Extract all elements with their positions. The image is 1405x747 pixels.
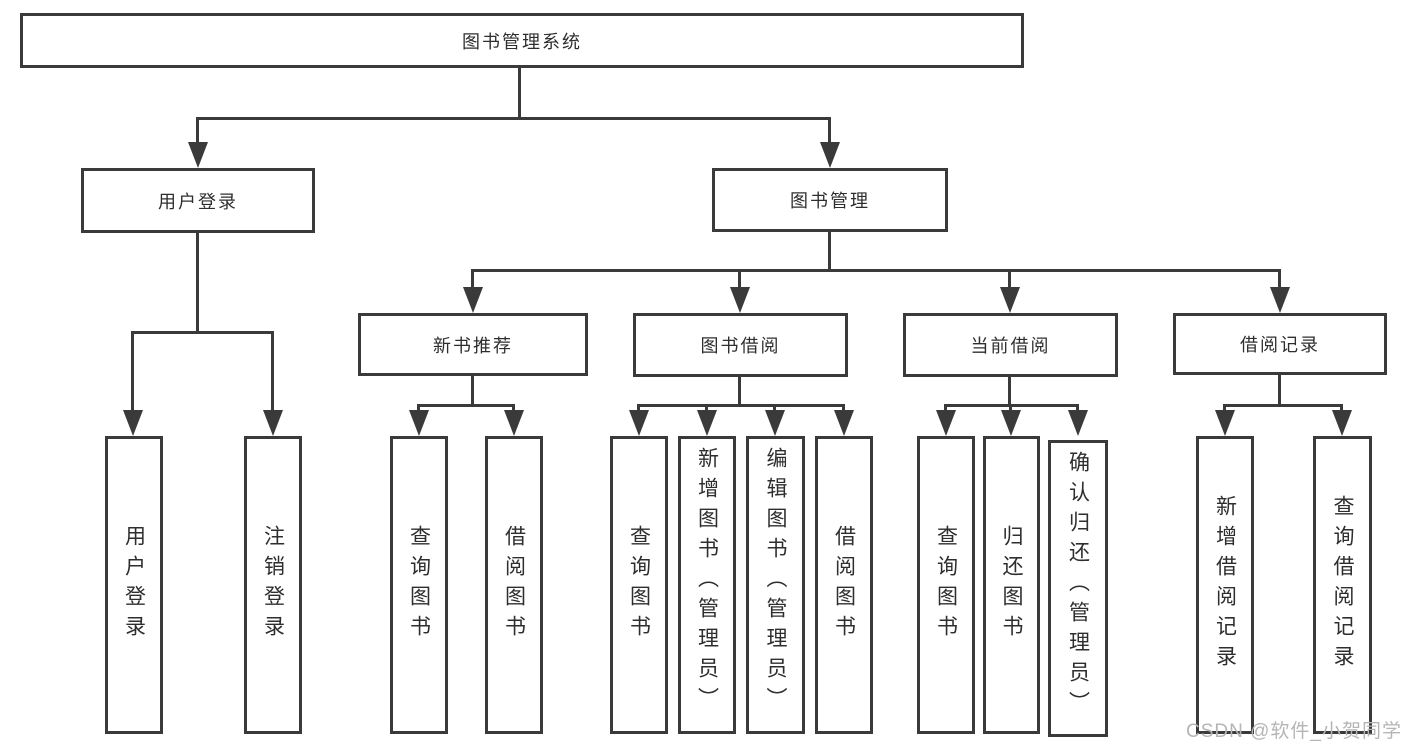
arrow-down-icon: [697, 410, 717, 436]
node-label: 当前借阅: [970, 336, 1051, 356]
connector-line: [1340, 404, 1343, 414]
arrow-down-icon: [834, 410, 854, 436]
leaf-query-books-recommend: 查询图书: [390, 436, 448, 734]
connector-line: [828, 232, 831, 272]
arrow-down-icon: [1215, 410, 1235, 436]
node-borrow-records: 借阅记录: [1173, 313, 1387, 375]
connector-line: [1223, 404, 1226, 414]
arrow-down-icon: [1068, 410, 1088, 436]
node-label: 图书管理: [790, 191, 870, 211]
arrow-down-icon: [1001, 410, 1021, 436]
node-label: 新书推荐: [433, 335, 513, 356]
leaf-edit-book-admin: 编辑图书（管理员）: [746, 436, 805, 734]
node-book-borrow: 图书借阅: [633, 313, 848, 377]
connector-line: [773, 404, 776, 414]
node-label: 查询借阅记录: [1331, 495, 1354, 675]
node-library-system: 图书管理系统: [20, 13, 1024, 68]
connector-line: [471, 269, 1281, 272]
arrow-down-icon: [936, 410, 956, 436]
node-label: 借阅记录: [1240, 335, 1320, 355]
arrow-down-icon: [123, 410, 143, 436]
arrow-down-icon: [820, 142, 840, 168]
arrow-down-icon: [263, 410, 283, 436]
arrow-down-icon: [463, 287, 483, 313]
connector-line: [471, 269, 474, 291]
leaf-return-book: 归还图书: [983, 436, 1040, 734]
connector-line: [944, 404, 947, 414]
node-label: 用户登录: [158, 191, 238, 212]
node-label: 新增借阅记录: [1213, 495, 1237, 675]
connector-line: [131, 331, 134, 413]
node-label: 借阅图书: [502, 525, 526, 645]
connector-line: [828, 117, 831, 147]
connector-line: [417, 404, 420, 414]
connector-line: [1008, 269, 1011, 291]
connector-line: [471, 376, 474, 407]
leaf-confirm-return-admin: 确认归还（管理员）: [1048, 440, 1108, 737]
node-label: 借阅图书: [832, 525, 856, 645]
node-label: 归还图书: [1000, 525, 1023, 645]
arrow-down-icon: [629, 410, 649, 436]
node-label: 查询图书: [407, 525, 431, 645]
connector-line: [1008, 377, 1011, 407]
node-current-borrow: 当前借阅: [903, 313, 1118, 377]
arrow-down-icon: [409, 410, 429, 436]
leaf-add-book-admin: 新增图书（管理员）: [678, 436, 736, 734]
leaf-add-borrow-record: 新增借阅记录: [1196, 436, 1254, 734]
connector-line: [518, 68, 521, 120]
connector-line: [131, 331, 274, 334]
connector-line: [196, 233, 199, 334]
connector-line: [196, 117, 831, 120]
connector-line: [738, 377, 741, 407]
csdn-watermark: CSDN @软件_小贺同学: [1186, 721, 1402, 742]
connector-line: [417, 404, 515, 407]
arrow-down-icon: [1270, 287, 1290, 313]
leaf-query-books-current: 查询图书: [917, 436, 975, 734]
leaf-logout: 注销登录: [244, 436, 302, 734]
leaf-borrow-book: 借阅图书: [815, 436, 873, 734]
connector-line: [1278, 375, 1281, 407]
connector-line: [196, 117, 199, 147]
node-user-login: 用户登录: [81, 168, 315, 233]
arrow-down-icon: [188, 142, 208, 168]
leaf-borrow-books-recommend: 借阅图书: [485, 436, 543, 734]
leaf-user-login: 用户登录: [105, 436, 163, 734]
connector-line: [738, 269, 741, 291]
connector-line: [637, 404, 640, 414]
arrow-down-icon: [504, 410, 524, 436]
node-new-book-recommend: 新书推荐: [358, 313, 588, 376]
connector-line: [1278, 269, 1281, 291]
connector-line: [637, 404, 845, 407]
leaf-query-borrow-record: 查询借阅记录: [1313, 436, 1372, 734]
connector-line: [1223, 404, 1343, 407]
arrow-down-icon: [1332, 410, 1352, 436]
connector-line: [512, 404, 515, 414]
connector-line: [271, 331, 274, 413]
arrow-down-icon: [730, 287, 750, 313]
node-label: 查询图书: [627, 525, 651, 645]
node-label: 编辑图书（管理员）: [764, 447, 787, 717]
node-label: 用户登录: [122, 525, 146, 645]
connector-line: [842, 404, 845, 414]
leaf-query-books-borrow: 查询图书: [610, 436, 668, 734]
node-label: 图书管理系统: [462, 31, 582, 52]
arrow-down-icon: [765, 410, 785, 436]
arrow-down-icon: [1000, 287, 1020, 313]
node-book-management: 图书管理: [712, 168, 948, 232]
connector-line: [705, 404, 708, 414]
connector-line: [1076, 404, 1079, 414]
node-label: 注销登录: [261, 525, 285, 645]
node-label: 图书借阅: [700, 336, 781, 356]
connector-line: [1009, 404, 1012, 414]
node-label: 确认归还（管理员）: [1066, 451, 1090, 721]
node-label: 新增图书（管理员）: [695, 447, 719, 717]
node-label: 查询图书: [934, 525, 958, 645]
